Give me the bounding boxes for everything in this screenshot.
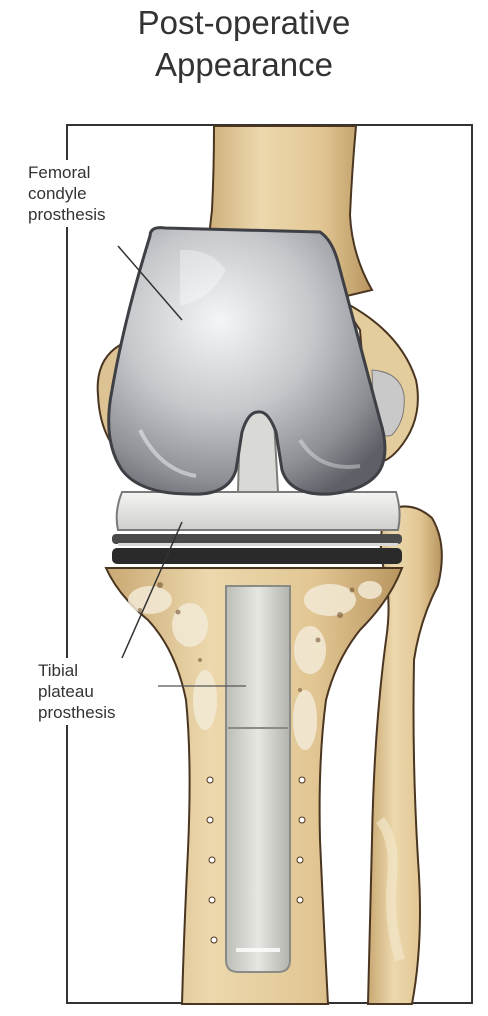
tibial-baseplate: [112, 548, 402, 564]
tibial-plateau-label: Tibial plateau prosthesis: [36, 658, 121, 725]
femoral-label-line-3: prosthesis: [28, 204, 105, 225]
tibial-label-line-2: plateau: [38, 681, 115, 702]
tibial-stem: [226, 586, 290, 972]
femoral-label-line-2: condyle: [28, 183, 105, 204]
femoral-label-line-1: Femoral: [28, 162, 105, 183]
femoral-condyle-label: Femoral condyle prosthesis: [26, 160, 111, 227]
polyethylene-insert: [117, 492, 400, 530]
tibial-label-line-3: prosthesis: [38, 702, 115, 723]
tibial-label-line-1: Tibial: [38, 660, 115, 681]
